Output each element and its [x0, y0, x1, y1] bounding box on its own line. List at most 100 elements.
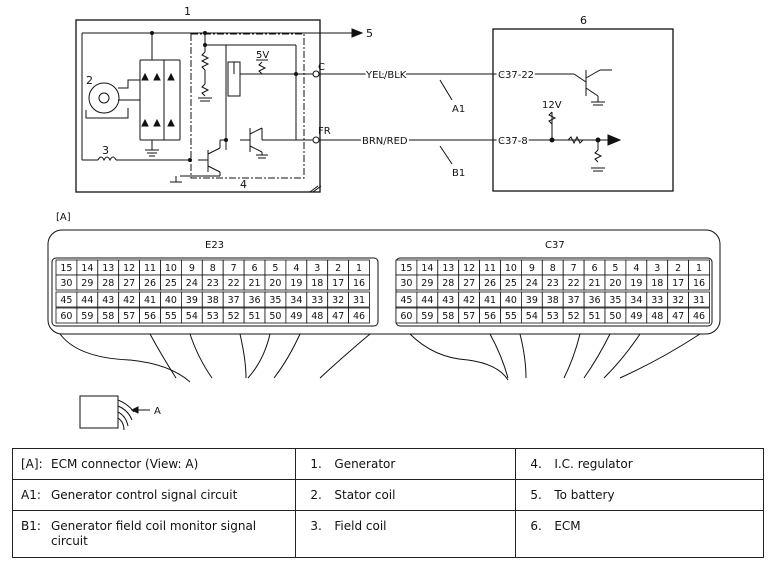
connector-pin-number: 15: [400, 263, 412, 274]
connector-pin-number: 50: [609, 311, 621, 322]
legend-value: ECM: [554, 519, 581, 533]
label-generator-number: 1: [184, 5, 191, 18]
legend-value: Field coil: [334, 519, 387, 533]
connector-pin-number: 31: [693, 295, 705, 306]
connector-pin-number: 9: [189, 263, 195, 274]
connector-pin-number: 40: [165, 295, 177, 306]
connector-pin-cell: [348, 274, 370, 291]
connector-pin-number: 36: [589, 295, 601, 306]
connector-pin-number: 12: [463, 263, 475, 274]
connector-pin-number: 51: [589, 311, 601, 322]
connector-pin-number: 49: [290, 311, 302, 322]
legend-key: 1.: [310, 457, 322, 471]
connector-pin-number: 45: [60, 295, 72, 306]
connector-pin-number: 6: [252, 263, 258, 274]
connector-pin-number: 29: [421, 278, 433, 289]
legend-value: Generator control signal circuit: [51, 488, 238, 502]
legend-key: [A]:: [21, 457, 43, 471]
connector-pin-number: 21: [589, 278, 601, 289]
legend-cell: A1:Generator control signal circuit: [11, 479, 297, 511]
connector-pin-number: 51: [249, 311, 261, 322]
connector-pin-number: 45: [400, 295, 412, 306]
connector-pin-number: 23: [207, 278, 219, 289]
connector-pin-number: 56: [144, 311, 156, 322]
connector-pin-number: 14: [421, 263, 433, 274]
connector-pin-cell: [348, 307, 370, 324]
legend-key: 6.: [530, 519, 542, 533]
connector-pin-number: 4: [293, 263, 299, 274]
connector-pin-cell: [688, 274, 710, 291]
connector-pin-number: 23: [547, 278, 559, 289]
label-wire-brn-red: BRN/RED: [362, 136, 408, 147]
label-view-a: [A]: [56, 212, 71, 223]
connector-pin-number: 28: [102, 278, 114, 289]
ecm-connector-outline: [47, 229, 721, 335]
connector-pin-cell: [688, 307, 710, 324]
legend-value: Generator field coil monitor signal circ…: [51, 519, 257, 548]
connector-pin-number: 19: [630, 278, 642, 289]
wiring-diagram: 1 5 2 3 4 5V C FR YEL/BLK BRN/RED A1 B1 …: [47, 5, 721, 431]
connector-pin-number: 33: [651, 295, 663, 306]
label-circuit-a1: A1: [452, 104, 465, 115]
connector-pin-number: 40: [505, 295, 517, 306]
connector-pin-number: 10: [505, 263, 517, 274]
connector-pin-number: 48: [651, 311, 663, 322]
label-regulator: 4: [240, 178, 247, 191]
label-pin-c37-22: C37-22: [498, 70, 534, 81]
connector-pin-number: 33: [311, 295, 323, 306]
legend-cell: 4.I.C. regulator: [515, 448, 764, 480]
connector-pin-number: 44: [421, 295, 433, 306]
connector-pin-number: 22: [568, 278, 580, 289]
connector-pin-number: 34: [290, 295, 302, 306]
connector-pin-number: 47: [332, 311, 344, 322]
label-field-coil: 3: [102, 144, 109, 157]
connector-pin-number: 13: [442, 263, 454, 274]
connector-pin-number: 11: [144, 263, 156, 274]
connector-pin-number: 16: [353, 278, 365, 289]
legend-value: To battery: [554, 488, 615, 502]
connector-pin-number: 28: [442, 278, 454, 289]
connector-pin-number: 35: [269, 295, 281, 306]
connector-pin-number: 59: [421, 311, 433, 322]
connector-pin-number: 39: [526, 295, 538, 306]
connector-pin-number: 27: [463, 278, 475, 289]
connector-pin-number: 7: [231, 263, 237, 274]
connector-pin-number: 59: [81, 311, 93, 322]
connector-pin-number: 53: [207, 311, 219, 322]
connector-pin-number: 58: [442, 311, 454, 322]
legend-value: ECM connector (View: A): [51, 457, 199, 471]
legend-key: 5.: [530, 488, 542, 502]
connector-pin-number: 43: [102, 295, 114, 306]
connector-pin-number: 54: [526, 311, 538, 322]
connector-pin-number: 4: [633, 263, 639, 274]
connector-pin-number: 31: [353, 295, 365, 306]
connector-pin-number: 43: [442, 295, 454, 306]
connector-pin-number: 1: [696, 263, 702, 274]
connector-pin-number: 52: [568, 311, 580, 322]
connector-pin-number: 32: [332, 295, 344, 306]
connector-pin-number: 26: [484, 278, 496, 289]
label-ecm-number: 6: [580, 14, 587, 27]
connector-pin-number: 12: [123, 263, 135, 274]
legend-cell: 3.Field coil: [295, 510, 517, 558]
connector-pin-number: 9: [529, 263, 535, 274]
connector-pin-number: 3: [654, 263, 660, 274]
connector-pin-number: 35: [609, 295, 621, 306]
label-stator: 2: [86, 74, 93, 87]
connector-pin-number: 39: [186, 295, 198, 306]
connector-pin-number: 48: [311, 311, 323, 322]
connector-pin-number: 18: [651, 278, 663, 289]
connector-pin-number: 57: [463, 311, 475, 322]
connector-pin-number: 6: [592, 263, 598, 274]
connector-pin-number: 42: [123, 295, 135, 306]
regulator-box: [190, 33, 305, 179]
legend-value: Stator coil: [334, 488, 396, 502]
connector-pin-number: 38: [207, 295, 219, 306]
connector-pin-number: 36: [249, 295, 261, 306]
label-c37: C37: [545, 240, 565, 251]
label-arrow-a: A: [154, 406, 161, 417]
connector-pin-number: 38: [547, 295, 559, 306]
connector-pin-number: 22: [228, 278, 240, 289]
connector-pin-number: 47: [672, 311, 684, 322]
